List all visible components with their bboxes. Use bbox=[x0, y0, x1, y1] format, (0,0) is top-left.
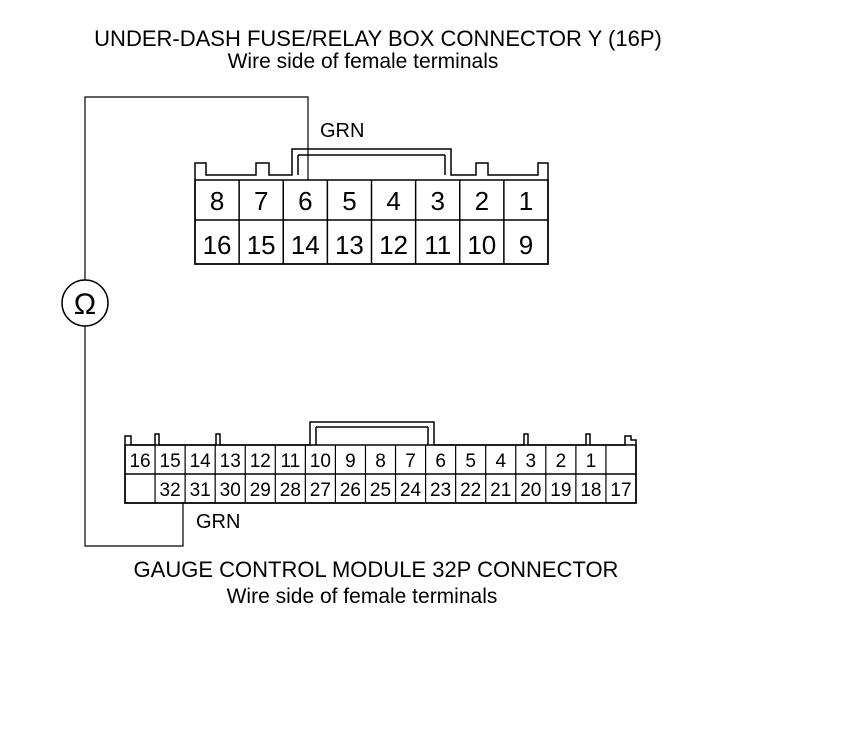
bottom-pin-13: 13 bbox=[220, 451, 241, 472]
top-connector-title: UNDER-DASH FUSE/RELAY BOX CONNECTOR Y (1… bbox=[94, 26, 662, 51]
bottom-pin-9: 9 bbox=[345, 451, 356, 472]
bottom-pin-18: 18 bbox=[580, 480, 601, 501]
bottom-pin-14: 14 bbox=[190, 451, 212, 472]
bottom-pin-16: 16 bbox=[129, 451, 150, 472]
top-pin-10: 10 bbox=[467, 230, 496, 260]
bottom-pin-8: 8 bbox=[375, 451, 386, 472]
top-connector-subtitle: Wire side of female terminals bbox=[228, 50, 499, 73]
bottom-pin-17: 17 bbox=[610, 480, 631, 501]
bottom-pin-27: 27 bbox=[310, 480, 331, 501]
top-pin-1: 1 bbox=[519, 186, 533, 216]
top-pin-5: 5 bbox=[342, 186, 356, 216]
bottom-pin-23: 23 bbox=[430, 480, 451, 501]
ohm-symbol: Ω bbox=[74, 288, 96, 321]
top-pin-16: 16 bbox=[203, 230, 232, 260]
ohmmeter-icon: Ω bbox=[61, 279, 109, 327]
meter-lead-bottom bbox=[84, 326, 184, 547]
bottom-pin-12: 12 bbox=[250, 451, 271, 472]
bottom-pin-30: 30 bbox=[220, 480, 241, 501]
top-pin-12: 12 bbox=[379, 230, 408, 260]
top-wire-label: GRN bbox=[320, 120, 364, 142]
top-pin-7: 7 bbox=[254, 186, 268, 216]
bottom-pin-31: 31 bbox=[190, 480, 211, 501]
bottom-connector-subtitle: Wire side of female terminals bbox=[227, 585, 498, 608]
top-pin-9: 9 bbox=[519, 230, 533, 260]
bottom-pin-7: 7 bbox=[405, 451, 416, 472]
bottom-pin-6: 6 bbox=[435, 451, 446, 472]
bottom-connector-title: GAUGE CONTROL MODULE 32P CONNECTOR bbox=[134, 557, 619, 582]
top-pin-2: 2 bbox=[475, 186, 489, 216]
bottom-pin-26: 26 bbox=[340, 480, 361, 501]
top-pin-4: 4 bbox=[386, 186, 400, 216]
bottom-pin-20: 20 bbox=[520, 480, 541, 501]
top-pin-8: 8 bbox=[210, 186, 224, 216]
bottom-pin-3: 3 bbox=[526, 451, 537, 472]
top-pin-11: 11 bbox=[424, 230, 451, 260]
bottom-pin-22: 22 bbox=[460, 480, 481, 501]
bottom-wire-label: GRN bbox=[196, 511, 240, 533]
meter-lead-top bbox=[84, 96, 309, 280]
bottom-pin-29: 29 bbox=[250, 480, 271, 501]
bottom-pin-24: 24 bbox=[400, 480, 422, 501]
bottom-pin-25: 25 bbox=[370, 480, 391, 501]
bottom-pin-10: 10 bbox=[310, 451, 331, 472]
top-pin-15: 15 bbox=[247, 230, 276, 260]
bottom-pin-21: 21 bbox=[490, 480, 511, 501]
bottom-pin-1: 1 bbox=[586, 451, 597, 472]
top-pin-3: 3 bbox=[430, 186, 444, 216]
bottom-pin-11: 11 bbox=[280, 451, 300, 472]
bottom-pin-5: 5 bbox=[465, 451, 476, 472]
bottom-pin-28: 28 bbox=[280, 480, 301, 501]
top-pin-6: 6 bbox=[298, 186, 312, 216]
top-pin-14: 14 bbox=[291, 230, 320, 260]
bottom-pin-19: 19 bbox=[550, 480, 571, 501]
top-connector-housing bbox=[194, 148, 549, 265]
bottom-pin-15: 15 bbox=[160, 451, 181, 472]
bottom-pin-32: 32 bbox=[160, 480, 181, 501]
bottom-pin-2: 2 bbox=[556, 451, 567, 472]
bottom-pin-4: 4 bbox=[495, 451, 506, 472]
top-pin-13: 13 bbox=[335, 230, 364, 260]
